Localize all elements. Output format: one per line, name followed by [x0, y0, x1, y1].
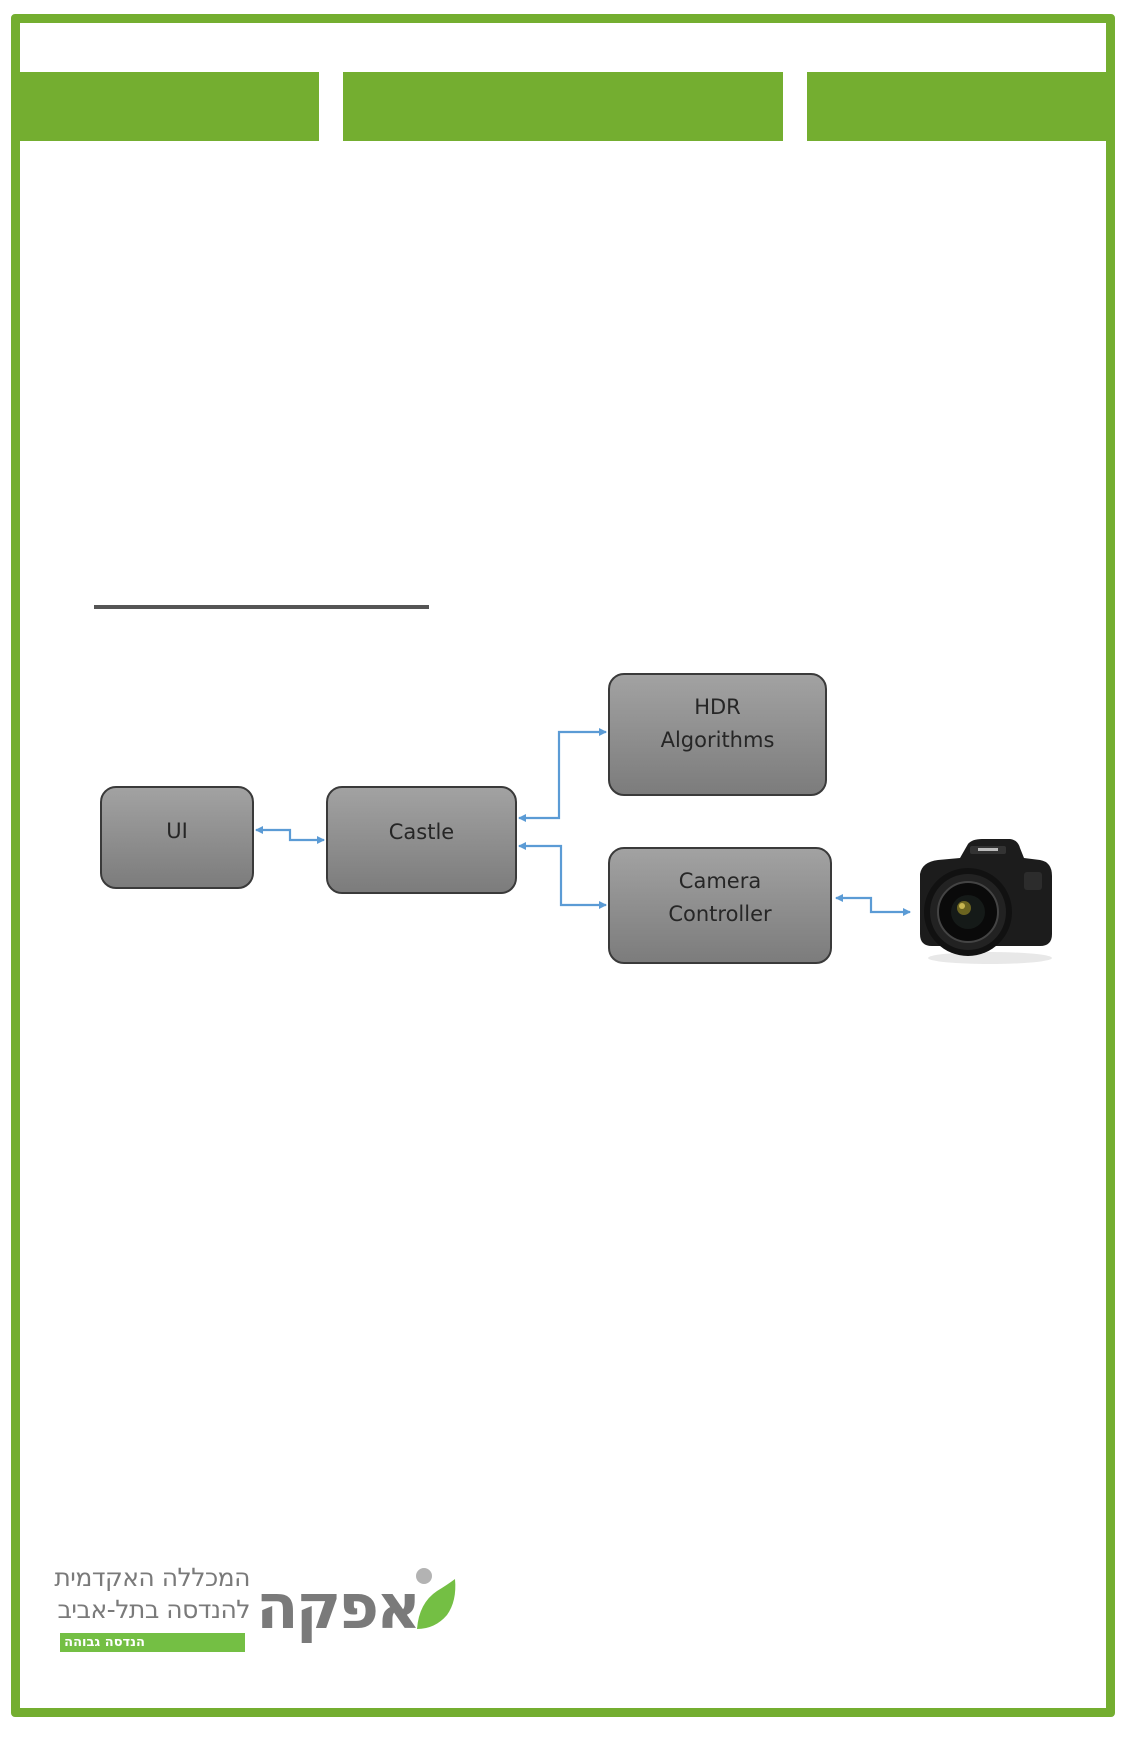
logo-college-line1: המכללה האקדמית	[54, 1563, 250, 1592]
block-camera-controller: Camera Controller	[608, 847, 832, 964]
block-ui-label: UI	[166, 819, 188, 843]
header-band-center	[343, 72, 783, 141]
block-camera-controller-label-line1: Camera	[678, 869, 762, 893]
logo-college-line2: להנדסה בתל-אביב	[57, 1595, 250, 1624]
header-band-right	[807, 72, 1106, 141]
block-hdr-label-line2: Algorithms	[660, 728, 775, 752]
logo-badge: הנדסה גבוהה	[60, 1633, 245, 1652]
block-castle: Castle	[326, 786, 517, 894]
block-hdr-algorithms: HDR Algorithms	[608, 673, 827, 796]
logo-wordmark: אפקה	[256, 1570, 421, 1643]
leaf-icon	[416, 1568, 456, 1629]
block-castle-label: Castle	[388, 820, 455, 844]
block-hdr-label-line1: HDR	[694, 695, 741, 719]
section-divider	[94, 605, 429, 609]
afeka-logo: המכללה האקדמית להנדסה בתל-אביב הנדסה גבו…	[54, 1563, 458, 1655]
block-ui: UI	[100, 786, 254, 889]
dslr-camera-icon	[920, 839, 1052, 964]
block-camera-controller-label-line2: Controller	[668, 902, 772, 926]
header-band-left	[20, 72, 319, 141]
